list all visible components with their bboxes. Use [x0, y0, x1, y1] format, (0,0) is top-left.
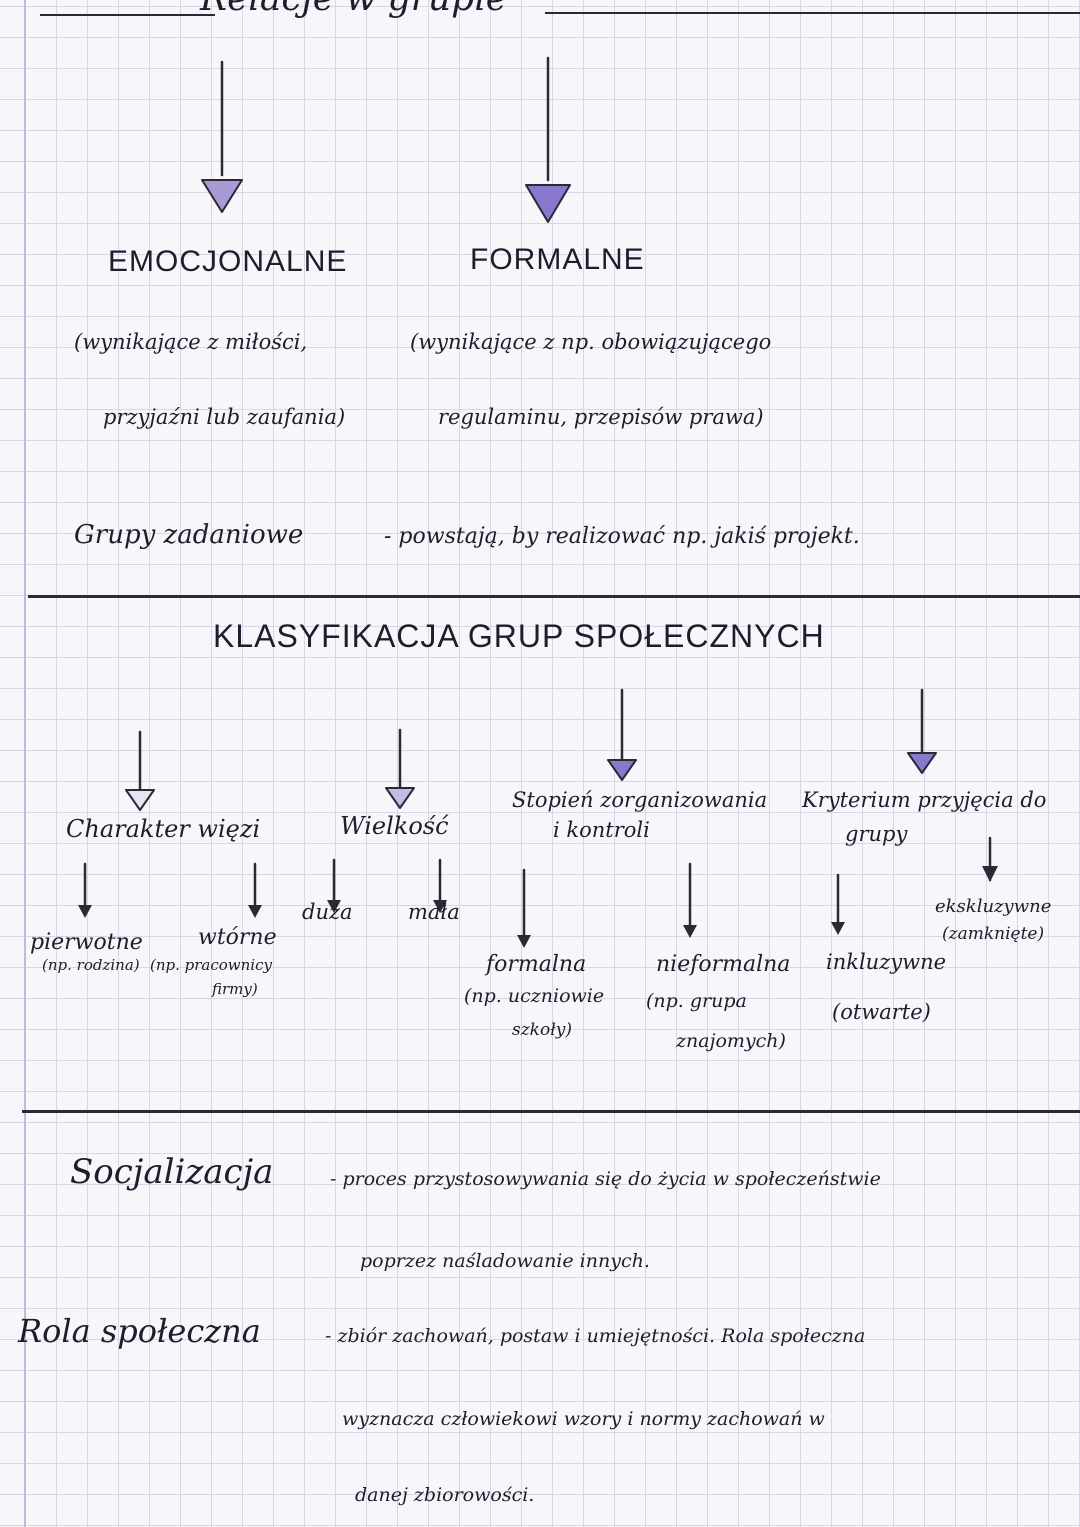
- formal-label: FORMALNE: [470, 243, 645, 276]
- size-label: Wielkość: [340, 812, 449, 840]
- organization-informal-example-1: (np. grupa: [646, 990, 747, 1012]
- title-underline-left: [40, 14, 215, 16]
- formal-note-line2: regulaminu, przepisów prawa): [438, 405, 764, 429]
- bond-label: Charakter więzi: [66, 815, 261, 843]
- page-title: Relacje w grupie: [200, 0, 507, 19]
- social-role-term: Rola społeczna: [18, 1312, 261, 1350]
- task-groups-definition: - powstają, by realizować np. jakiś proj…: [384, 524, 860, 549]
- arrow-organization-head: [607, 759, 637, 781]
- admission-label-2: grupy: [845, 822, 908, 846]
- organization-informal-example-2: znajomych): [676, 1030, 786, 1052]
- organization-formal: formalna: [486, 952, 587, 977]
- section-divider-2: [22, 1110, 1080, 1113]
- admission-inclusive: inkluzywne: [826, 950, 947, 974]
- organization-informal: nieformalna: [656, 952, 791, 977]
- arrow-formal-head: [525, 184, 571, 223]
- bond-secondary: wtórne: [198, 925, 277, 950]
- size-large: duża: [302, 900, 353, 924]
- bond-secondary-example-2: firmy): [212, 980, 258, 998]
- emotional-note-line1: (wynikające z miłości,: [74, 330, 308, 354]
- admission-exclusive-note: (zamknięte): [942, 924, 1045, 944]
- socialization-line2: poprzez naśladowanie innych.: [360, 1250, 650, 1272]
- task-groups-term: Grupy zadaniowe: [74, 520, 304, 550]
- social-role-line3: danej zbiorowości.: [355, 1484, 535, 1506]
- emotional-label: EMOCJONALNE: [108, 245, 348, 278]
- classification-title: KLASYFIKACJA GRUP SPOŁECZNYCH: [213, 618, 825, 654]
- organization-formal-example-2: szkoły): [512, 1020, 572, 1040]
- admission-inclusive-note: (otwarte): [832, 1000, 931, 1024]
- arrow-emotional-head: [201, 179, 243, 213]
- bond-primary-example: (np. rodzina): [42, 956, 140, 974]
- socialization-term: Socjalizacja: [70, 1152, 274, 1192]
- social-role-line2: wyznacza człowiekowi wzory i normy zacho…: [342, 1408, 825, 1430]
- section-divider-1: [28, 595, 1080, 598]
- bond-secondary-example-1: (np. pracownicy: [150, 956, 272, 974]
- admission-exclusive: ekskluzywne: [935, 896, 1052, 917]
- notebook-margin-line: [24, 0, 26, 1527]
- organization-formal-example-1: (np. uczniowie: [464, 985, 605, 1007]
- size-small: mała: [408, 900, 460, 924]
- admission-label-1: Kryterium przyjęcia do: [802, 788, 1047, 812]
- socialization-line1: - proces przystosowywania się do życia w…: [330, 1168, 881, 1190]
- organization-label-1: Stopień zorganizowania: [512, 788, 768, 812]
- arrow-admission-head: [907, 752, 937, 774]
- social-role-line1: - zbiór zachowań, postaw i umiejętności.…: [325, 1325, 866, 1347]
- formal-note-line1: (wynikające z np. obowiązującego: [410, 330, 772, 354]
- arrow-bond-head: [125, 789, 155, 811]
- organization-label-2: i kontroli: [553, 818, 650, 842]
- arrow-size-head: [385, 787, 415, 809]
- emotional-note-line2: przyjaźni lub zaufania): [103, 405, 346, 429]
- title-underline-right: [545, 12, 1080, 14]
- bond-primary: pierwotne: [30, 930, 143, 955]
